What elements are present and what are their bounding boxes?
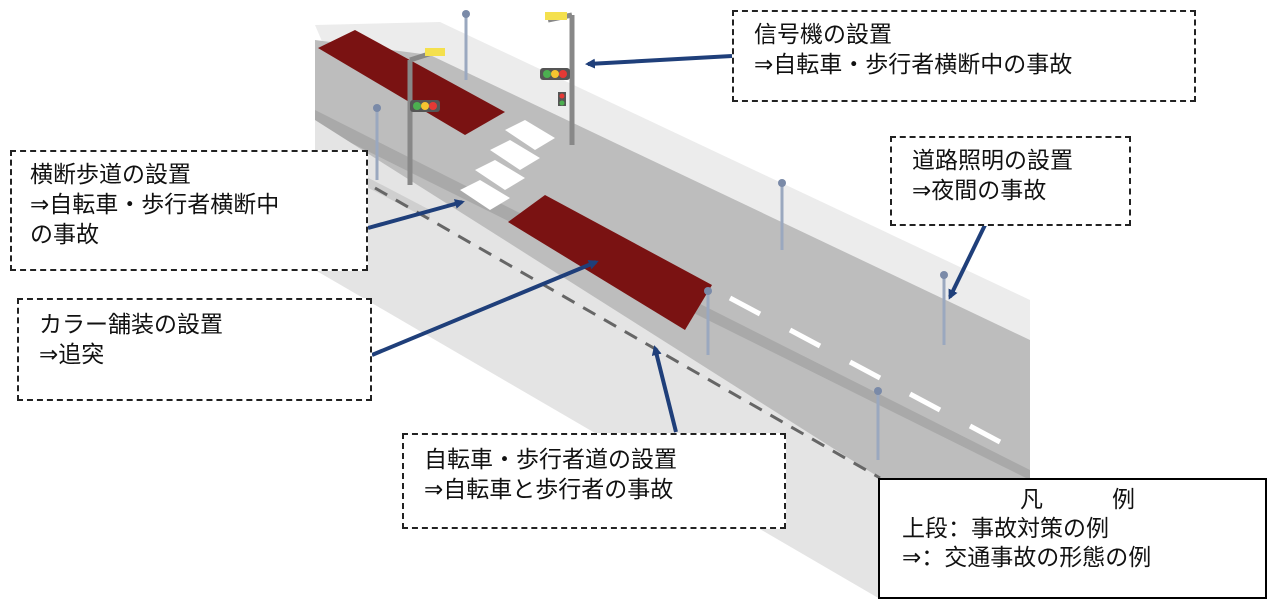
lane-dashes bbox=[728, 295, 1002, 445]
legend-line-1: 上段：事故対策の例 bbox=[902, 516, 1109, 542]
traffic-signal-1 bbox=[540, 12, 575, 145]
callout-signal-line-1: 信号機の設置 bbox=[754, 22, 892, 48]
callout-lighting-line-1: 道路照明の設置 bbox=[912, 148, 1073, 174]
color-pavement-near bbox=[508, 195, 712, 330]
arrow-signal bbox=[585, 54, 733, 69]
callout-bike-ped-path: 自転車・歩行者道の設置 ⇒自転車と歩行者の事故 bbox=[402, 433, 786, 529]
sidewalk-dashed-line bbox=[374, 186, 881, 480]
traffic-signal-2 bbox=[407, 48, 445, 185]
callout-arrows bbox=[367, 54, 987, 433]
arrow-lighting bbox=[948, 224, 987, 300]
arrow-crosswalk bbox=[367, 199, 465, 230]
legend-title: 凡 例 bbox=[1020, 487, 1135, 513]
crosswalk-stripes bbox=[460, 120, 555, 210]
callout-color-pavement-line-1: カラー舗装の設置 bbox=[39, 312, 223, 338]
callout-signal: 信号機の設置 ⇒自転車・歩行者横断中の事故 bbox=[732, 10, 1196, 102]
callout-lighting-line-2: ⇒夜間の事故 bbox=[912, 178, 1047, 204]
callout-color-pavement-line-2: ⇒追突 bbox=[39, 342, 105, 368]
callout-color-pavement: カラー舗装の設置 ⇒追突 bbox=[17, 298, 372, 401]
callout-lighting: 道路照明の設置 ⇒夜間の事故 bbox=[890, 136, 1131, 226]
callout-bike-ped-path-line-1: 自転車・歩行者道の設置 bbox=[424, 447, 677, 473]
arrow-color-pavement bbox=[371, 260, 599, 357]
legend-box: 凡 例 上段：事故対策の例 ⇒：交通事故の形態の例 bbox=[878, 478, 1267, 599]
callout-crosswalk-line-1: 横断歩道の設置 bbox=[30, 162, 191, 188]
light-poles bbox=[375, 12, 946, 460]
callout-bike-ped-path-line-2: ⇒自転車と歩行者の事故 bbox=[424, 477, 674, 503]
callout-crosswalk: 横断歩道の設置 ⇒自転車・歩行者横断中 の事故 bbox=[10, 150, 368, 271]
callout-crosswalk-line-3: の事故 bbox=[30, 222, 99, 248]
arrow-bike-ped-path bbox=[651, 345, 678, 433]
callout-crosswalk-line-2: ⇒自転車・歩行者横断中 bbox=[30, 192, 280, 218]
light-lamps bbox=[373, 10, 948, 395]
legend-line-2: ⇒：交通事故の形態の例 bbox=[902, 545, 1152, 571]
callout-signal-line-2: ⇒自転車・歩行者横断中の事故 bbox=[754, 52, 1073, 78]
